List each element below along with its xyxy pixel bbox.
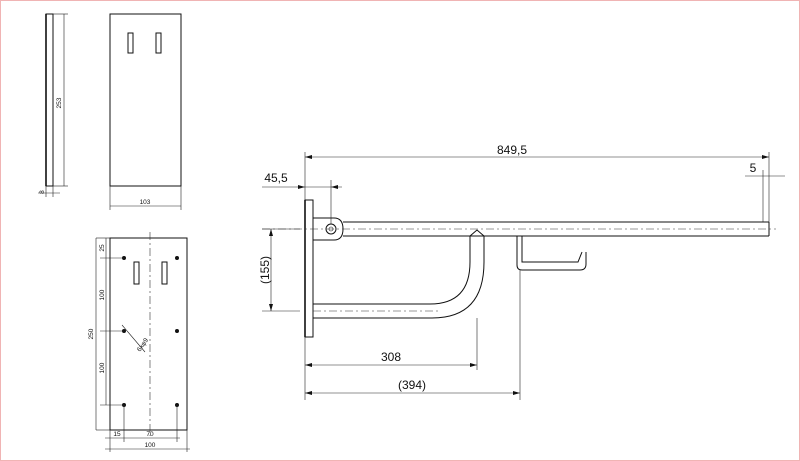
left-margin-label: 15: [113, 431, 121, 438]
mounting-plate: [109, 237, 188, 431]
total-height-label: 250: [88, 328, 95, 339]
mounting-hole: [175, 329, 179, 333]
plate-view: 6xφ9 25 100 100 250 15 70 100: [88, 232, 190, 452]
hole-leader-line: [121, 324, 146, 353]
spacing-top-label: 25: [99, 244, 106, 252]
front-plate: [109, 13, 182, 187]
left-offset-label: 45,5: [264, 171, 288, 185]
front-slot-right: [155, 32, 162, 54]
side-height-label: 253: [56, 97, 63, 108]
height-label: (155): [258, 256, 272, 284]
reach-label: 308: [381, 350, 401, 364]
spacing-mid1-label: 100: [99, 289, 106, 300]
hole-spacing-label: 70: [146, 431, 154, 438]
mounting-hole: [175, 256, 179, 260]
overall-length-label: 849,5: [497, 143, 527, 157]
hole-note: 6xφ9: [136, 337, 150, 353]
grab-bar-view: 849,5 5 45,5 (155) 308 (394): [258, 143, 785, 400]
plate-slot-right: [161, 261, 168, 285]
wall-plate: [304, 199, 314, 338]
front-view: 103: [109, 13, 182, 210]
paper-holder: [516, 236, 587, 271]
support-inner: [313, 236, 485, 319]
side-profile: [45, 13, 54, 187]
support-outer: [313, 236, 471, 305]
reach-total-label: (394): [398, 378, 426, 392]
spacing-mid2-label: 100: [99, 362, 106, 373]
front-width-label: 103: [140, 199, 151, 206]
front-slot-left: [127, 32, 134, 54]
side-thickness-label: 8: [39, 190, 46, 194]
end-offset-label: 5: [750, 161, 757, 175]
total-width-label: 100: [145, 442, 156, 449]
side-view: 253 8: [38, 13, 68, 197]
mounting-holes: [122, 256, 179, 407]
plate-slot-left: [133, 261, 140, 285]
